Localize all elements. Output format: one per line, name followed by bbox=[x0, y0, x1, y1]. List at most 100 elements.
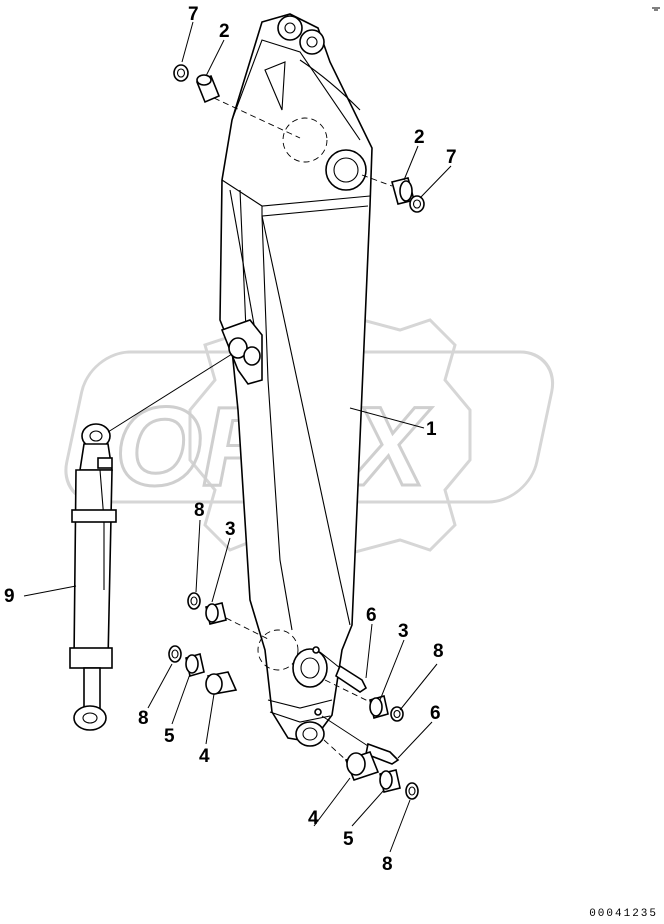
boom-cylinder-bracket-eye-2 bbox=[243, 346, 261, 366]
boom-brace-right bbox=[239, 189, 247, 331]
callout-4-left: 4 bbox=[199, 746, 210, 767]
bushing-2-top-face bbox=[196, 74, 212, 86]
callout-8-left-upper: 8 bbox=[194, 500, 205, 521]
boom-top-eye-right-hole bbox=[306, 36, 318, 48]
cylinder-rod-eye bbox=[73, 705, 107, 731]
bushing-5-bottom-face bbox=[379, 770, 393, 790]
boom-lower-boss bbox=[292, 648, 328, 688]
callout-1: 1 bbox=[426, 419, 437, 440]
boom-bottom-bracket bbox=[269, 711, 331, 723]
leader-6-lower bbox=[397, 721, 433, 759]
diagram-code: 00041235 bbox=[589, 908, 658, 920]
washer-7-top-hole bbox=[176, 68, 186, 78]
leader-5-bottom bbox=[351, 789, 385, 827]
washer-8-left-lower-hole bbox=[171, 649, 179, 659]
leader-4-left bbox=[205, 693, 215, 745]
boom-top-eye-right bbox=[299, 29, 325, 55]
leader-8-bottom bbox=[389, 799, 411, 853]
leader-lines bbox=[23, 21, 452, 853]
pin-axis-bottom bbox=[323, 739, 347, 761]
boom-bottom-boss bbox=[295, 721, 325, 747]
bushing-4-bottom-face bbox=[346, 752, 366, 776]
boom-upper-boss bbox=[325, 149, 367, 191]
washer-7-right bbox=[409, 195, 425, 213]
callout-7-top: 7 bbox=[188, 4, 199, 25]
boom-lower-boss-hidden bbox=[257, 629, 299, 671]
callout-9: 9 bbox=[4, 586, 15, 607]
boom-assembly bbox=[219, 13, 373, 747]
boom-grease-port-lower bbox=[314, 708, 322, 716]
boom-lower-plate bbox=[267, 699, 333, 709]
small-parts bbox=[168, 64, 425, 800]
leader-1 bbox=[349, 407, 425, 429]
boom-top-edge bbox=[231, 39, 361, 141]
callout-8-right-upper: 8 bbox=[433, 641, 444, 662]
leader-6-upper bbox=[365, 623, 373, 679]
fitting-6-upper-line bbox=[319, 651, 341, 669]
pin-axis-right bbox=[361, 174, 393, 187]
boom-top-eye-left bbox=[277, 15, 303, 41]
boom-upper-boss-bore bbox=[333, 157, 359, 183]
callout-3-left: 3 bbox=[225, 519, 236, 540]
cylinder-rod-eye-bore bbox=[82, 712, 98, 724]
cylinder-connection-line bbox=[107, 353, 233, 433]
leader-7-top bbox=[181, 21, 194, 63]
bushing-4-left-face bbox=[205, 673, 223, 695]
callout-3-right: 3 bbox=[398, 621, 409, 642]
washer-8-left-upper-hole bbox=[190, 596, 198, 606]
callout-6-upper: 6 bbox=[366, 605, 377, 626]
leader-3-left bbox=[211, 537, 231, 603]
callout-5-left: 5 bbox=[164, 726, 175, 747]
washer-8-bottom bbox=[405, 782, 419, 800]
pin-axis-top bbox=[213, 97, 301, 139]
boom-side-edge-left bbox=[261, 215, 293, 631]
leader-3-right bbox=[379, 639, 405, 701]
boom-cylinder bbox=[69, 353, 233, 731]
washer-8-bottom-hole bbox=[408, 786, 416, 796]
boom-center-edge bbox=[261, 215, 351, 626]
leader-2-right bbox=[403, 145, 419, 181]
callout-7-right: 7 bbox=[446, 147, 457, 168]
callout-2-top: 2 bbox=[219, 21, 230, 42]
cylinder-head-eye-bore bbox=[89, 430, 103, 442]
bushing-3-right-face bbox=[369, 697, 383, 717]
boom-upper-boss-hidden bbox=[282, 117, 328, 163]
bushing-5-left-face bbox=[185, 654, 199, 674]
leader-5-left bbox=[171, 673, 191, 725]
boom-top-gusset bbox=[264, 61, 286, 111]
boom-top-hose bbox=[299, 59, 361, 111]
callout-6-lower: 6 bbox=[430, 703, 441, 724]
fitting-6-upper bbox=[335, 664, 368, 693]
washer-8-left-lower bbox=[168, 645, 182, 663]
callout-4-bottom: 4 bbox=[308, 808, 319, 829]
leader-7-right bbox=[419, 165, 452, 199]
boom-top-eye-left-hole bbox=[284, 22, 296, 34]
pin-axis-left-mid bbox=[225, 617, 271, 641]
corner-mark bbox=[652, 7, 660, 11]
cylinder-clamp-upper bbox=[71, 509, 117, 523]
pin-axis-right-mid bbox=[324, 679, 371, 703]
washer-8-right-upper-hole bbox=[393, 709, 401, 719]
washer-7-right-hole bbox=[412, 199, 422, 209]
leader-4-bottom bbox=[313, 777, 351, 827]
callout-8-bottom: 8 bbox=[382, 854, 393, 875]
boom-lower-boss-bore bbox=[300, 657, 320, 679]
callout-5-bottom: 5 bbox=[343, 829, 354, 850]
leader-8-left-upper bbox=[195, 519, 201, 593]
cylinder-clamp-lower bbox=[69, 647, 113, 669]
callout-labels: 7 2 2 7 1 8 3 9 6 3 8 8 5 4 6 4 5 8 bbox=[4, 4, 457, 875]
cylinder-tube bbox=[73, 469, 113, 661]
fitting-6-lower bbox=[365, 742, 400, 765]
boom-bottom-boss-bore bbox=[302, 727, 318, 741]
bushing-3-left-face bbox=[205, 603, 219, 623]
cylinder-port-block bbox=[97, 457, 113, 469]
boom-grease-port-upper bbox=[312, 646, 320, 654]
leader-8-left-lower bbox=[147, 663, 173, 709]
washer-7-top bbox=[173, 64, 189, 82]
leader-8-right-upper bbox=[399, 663, 438, 711]
washer-8-right-upper bbox=[390, 706, 404, 722]
callout-8-left-lower: 8 bbox=[138, 708, 149, 729]
bushing-2-right-face bbox=[399, 180, 413, 202]
fitting-6-lower-line bbox=[321, 715, 369, 747]
